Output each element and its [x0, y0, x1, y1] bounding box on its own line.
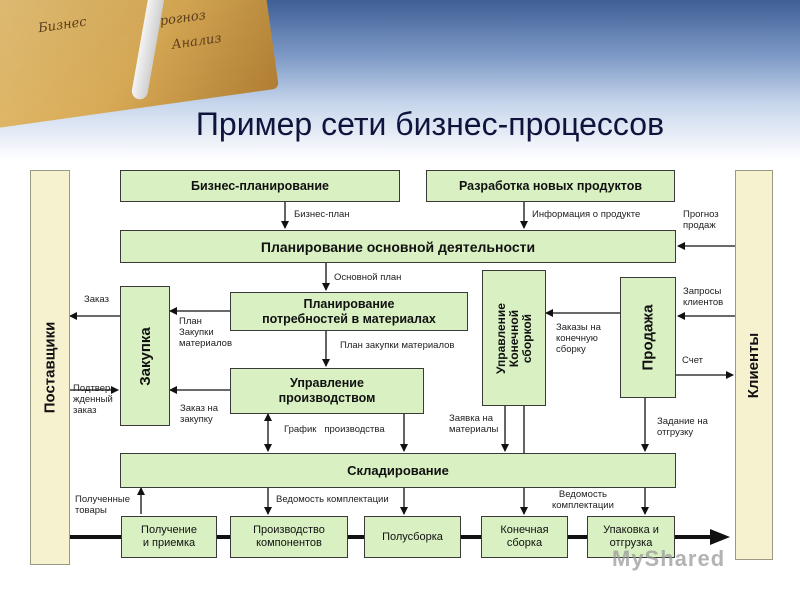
sales-box: Продажа	[620, 277, 676, 398]
clients-label: Клиенты	[745, 332, 763, 398]
main-planning-box: Планирование основной деятельности	[120, 230, 676, 263]
page-title: Пример сети бизнес-процессов	[195, 106, 665, 142]
receiving-box: Получение и приемка	[121, 516, 217, 558]
purchasing-label: Закупка	[136, 326, 154, 386]
product-development-box: Разработка новых продуктов	[426, 170, 675, 202]
clients-bar: Клиенты	[735, 170, 773, 560]
warehousing-box: Складирование	[120, 453, 676, 488]
flow-arrowhead	[710, 529, 730, 545]
label-invoice: Счет	[682, 355, 704, 366]
label-kit-list-1: Ведомость комплектации	[276, 494, 389, 505]
mrp-box: Планирование потребностей в материалах	[230, 292, 468, 331]
final-assembly-box: Конечная сборка	[481, 516, 568, 558]
packing-box: Упаковка и отгрузка	[587, 516, 675, 558]
purchasing-box: Закупка	[120, 286, 170, 426]
watermark: MyShared	[612, 546, 726, 571]
subassembly-box: Полусборка	[364, 516, 461, 558]
label-production-schedule: График производства	[284, 424, 385, 435]
label-business-plan: Бизнес-план	[294, 209, 350, 220]
sales-label: Продажа	[639, 304, 657, 371]
label-main-plan: Основной план	[334, 272, 402, 283]
suppliers-bar: Поставщики	[30, 170, 70, 565]
assembly-mgmt-label: Управление Конечной сборкой	[493, 302, 534, 374]
label-confirmed-order: Подтвер- жденный заказ	[73, 383, 114, 416]
assembly-mgmt-box: Управление Конечной сборкой	[482, 270, 546, 406]
label-material-plan: План закупки материалов	[340, 340, 455, 351]
label-materials-request: Заявка на материалы	[449, 413, 499, 435]
label-purchase-plan: План Закупки материалов	[179, 316, 232, 349]
label-received-goods: Полученные товары	[75, 494, 131, 516]
label-assembly-orders: Заказы на конечную сборку	[556, 322, 601, 355]
label-purchase-order: Заказ на закупку	[180, 403, 219, 425]
label-order: Заказ	[84, 294, 109, 305]
production-mgmt-box: Управление производством	[230, 368, 424, 414]
label-kit-list-2: Ведомость комплектации	[552, 489, 614, 511]
components-box: Производство компонентов	[230, 516, 348, 558]
label-client-requests: Запросы клиентов	[683, 286, 724, 308]
label-product-info: Информация о продукте	[532, 209, 641, 220]
label-shipping-task: Задание на отгрузку	[657, 416, 708, 438]
business-planning-box: Бизнес-планирование	[120, 170, 400, 202]
suppliers-label: Поставщики	[41, 321, 59, 414]
label-sales-forecast: Прогноз продаж	[683, 209, 719, 231]
header-background: Бизнес Прогноз Анализ	[0, 0, 800, 160]
